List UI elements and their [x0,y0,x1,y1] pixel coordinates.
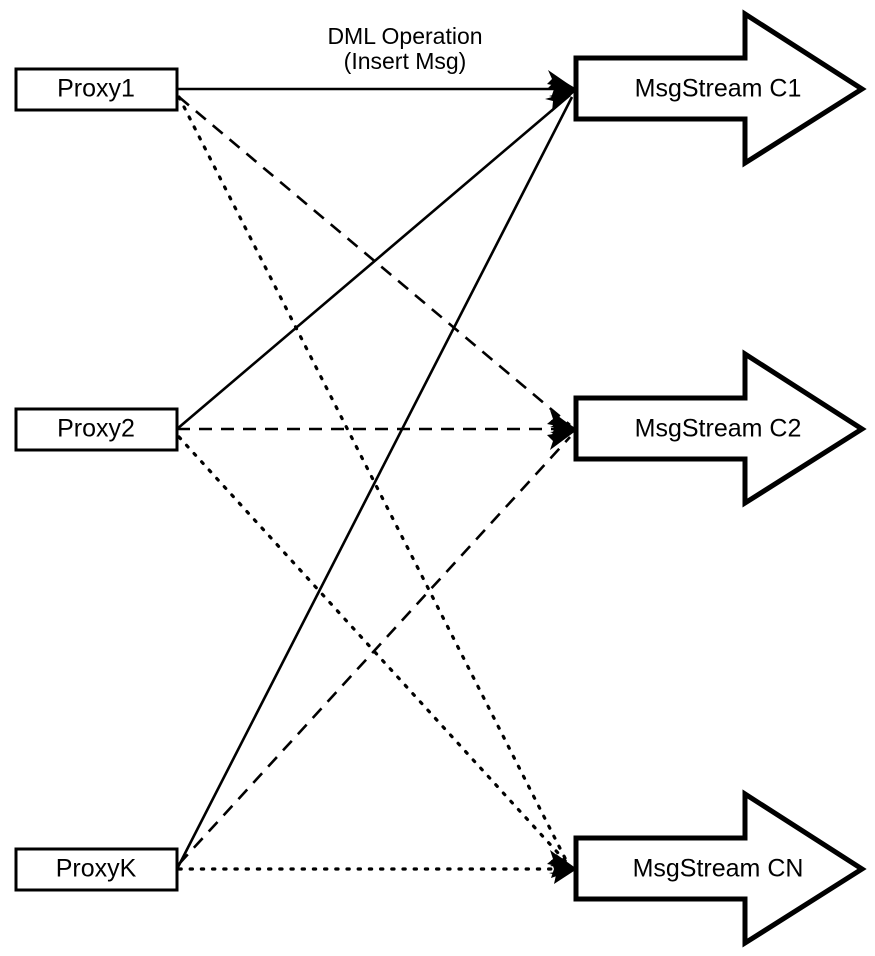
proxy2-label: Proxy2 [57,415,135,443]
edge-layer [175,87,574,871]
proxyk-box[interactable] [14,847,179,892]
edge-proxy1-to-msgstream-c2 [178,96,571,426]
msgstream-c2-arrow-shape[interactable] [573,349,867,508]
edge-proxy2-to-msgstream-cn [177,435,570,866]
proxy1-node[interactable]: Proxy1 [14,67,179,112]
edge-proxyk-to-msgstream-c1 [175,96,574,870]
proxy1-label: Proxy1 [57,75,135,103]
edge-proxy1-to-msgstream-cn [177,95,570,866]
arrowhead-msgstream-c1 [545,70,577,112]
edge-proxyk-to-msgstream-c2 [178,436,571,865]
msgstream-c1-label: MsgStream C1 [635,75,802,103]
proxy2-box[interactable] [14,407,179,452]
msgstream-c1[interactable]: MsgStream C1 [573,9,867,168]
msgstream-c1-arrow-shape[interactable] [573,9,867,168]
proxy-layer: Proxy1 Proxy2 ProxyK [14,67,179,892]
dml-operation-edge-label: DML Operation (Insert Msg) [327,23,482,74]
arrowhead-msgstream-c2 [547,410,577,450]
arrowhead-msgstream-cn [547,850,577,884]
dml-operation-label-line2: (Insert Msg) [344,48,467,74]
arrowhead-layer [545,70,577,884]
proxy1-box[interactable] [14,67,179,112]
dml-operation-label-line1: DML Operation [327,23,482,49]
msgstream-cn[interactable]: MsgStream CN [573,789,867,948]
msgstream-c2[interactable]: MsgStream C2 [573,349,867,508]
msgstream-cn-label: MsgStream CN [633,855,804,883]
edge-proxy2-to-msgstream-c1 [176,94,571,430]
msgstream-cn-arrow-shape[interactable] [573,789,867,948]
proxy2-node[interactable]: Proxy2 [14,407,179,452]
proxyk-node[interactable]: ProxyK [14,847,179,892]
proxyk-label: ProxyK [56,855,137,883]
msgstream-c2-label: MsgStream C2 [635,415,802,443]
msgstream-layer: MsgStream C1 MsgStream C2 MsgStream CN [573,9,867,948]
